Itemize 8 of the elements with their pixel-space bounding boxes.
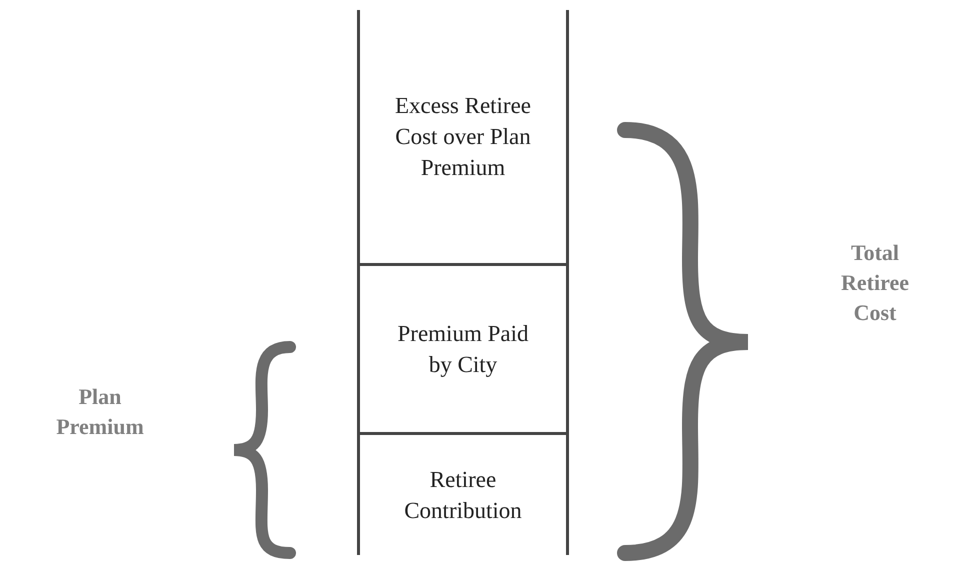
segment-label: Premium Paid by City bbox=[396, 320, 530, 379]
bracket-label: Plan Premium bbox=[55, 383, 145, 441]
segment-label: Excess Retiree Cost over Plan Premium bbox=[394, 92, 532, 182]
bracket-label: Total Retiree Cost bbox=[840, 239, 910, 327]
stack-segment bbox=[357, 263, 569, 432]
segment-label: Retiree Contribution bbox=[403, 466, 523, 525]
stack-segment bbox=[357, 10, 569, 263]
stack-segment bbox=[357, 432, 569, 555]
